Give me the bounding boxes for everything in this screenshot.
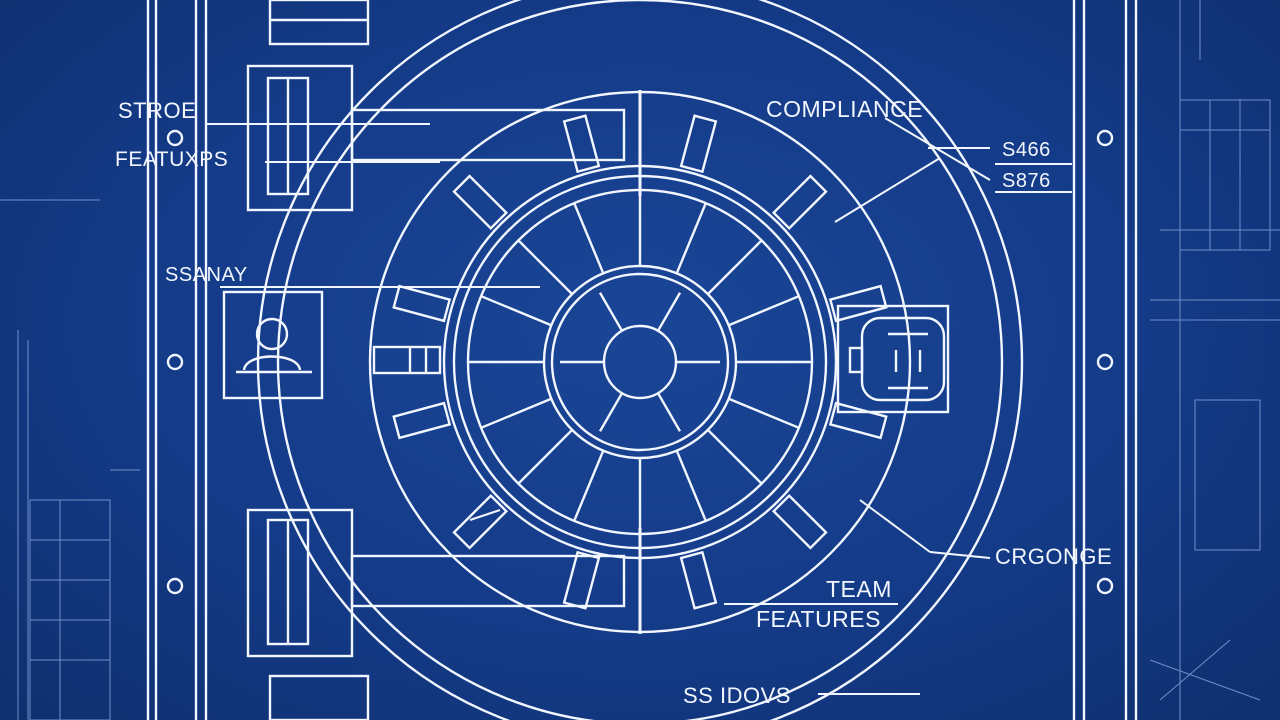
hub-spoke bbox=[656, 392, 682, 432]
label-features-bottom: FEATURES bbox=[756, 606, 881, 632]
locking-bolt bbox=[771, 493, 828, 550]
wheel-spoke bbox=[573, 450, 605, 522]
locking-bolt bbox=[771, 174, 828, 231]
label-s466: S466 bbox=[1002, 139, 1051, 161]
locking-bolt bbox=[392, 401, 452, 440]
locking-bolt bbox=[392, 284, 452, 323]
wheel-spoke bbox=[675, 450, 707, 522]
wheel-spoke bbox=[707, 429, 763, 485]
wheel-spoke bbox=[517, 429, 573, 485]
label-team: TEAM bbox=[826, 576, 892, 602]
hub-spoke bbox=[656, 292, 682, 332]
wheel-spoke bbox=[573, 202, 605, 274]
locking-bolt bbox=[452, 493, 509, 550]
locking-bolt bbox=[828, 284, 888, 323]
locking-bolt bbox=[562, 114, 601, 174]
rivets bbox=[166, 129, 1114, 595]
label-features-left: FEATUXPS bbox=[115, 148, 229, 171]
label-stroe: STROE bbox=[118, 98, 197, 123]
wheel-spoke bbox=[707, 239, 763, 295]
leader-lines bbox=[205, 117, 1072, 695]
vault-handle bbox=[836, 304, 950, 414]
hub-spoke bbox=[598, 392, 624, 432]
locking-bolt bbox=[679, 550, 718, 610]
user-icon bbox=[222, 290, 324, 400]
wheel-spoke bbox=[728, 295, 800, 327]
wheel-spoke bbox=[728, 397, 800, 429]
vault-wheel-icon bbox=[256, 0, 1024, 720]
locking-bolt bbox=[562, 550, 601, 610]
label-ssdovs: SS IDOVS bbox=[683, 683, 791, 708]
wheel-spoke bbox=[675, 202, 707, 274]
label-ssanay: SSANAY bbox=[165, 264, 248, 286]
frame-rails bbox=[146, 0, 1138, 720]
wheel-spoke bbox=[517, 239, 573, 295]
vault-latch bbox=[372, 345, 442, 375]
locking-bolt bbox=[828, 401, 888, 440]
locking-bolt bbox=[452, 174, 509, 231]
locking-bolt bbox=[679, 114, 718, 174]
wheel-spoke bbox=[480, 295, 552, 327]
wheel-spoke bbox=[480, 397, 552, 429]
label-crgonge: CRGONGE bbox=[995, 544, 1113, 569]
hinge-bottom bbox=[246, 508, 626, 720]
hinge-top bbox=[246, 0, 626, 212]
label-compliance: COMPLIANCE bbox=[766, 96, 924, 122]
hub-spoke bbox=[598, 292, 624, 332]
label-s876: S876 bbox=[1002, 170, 1051, 192]
